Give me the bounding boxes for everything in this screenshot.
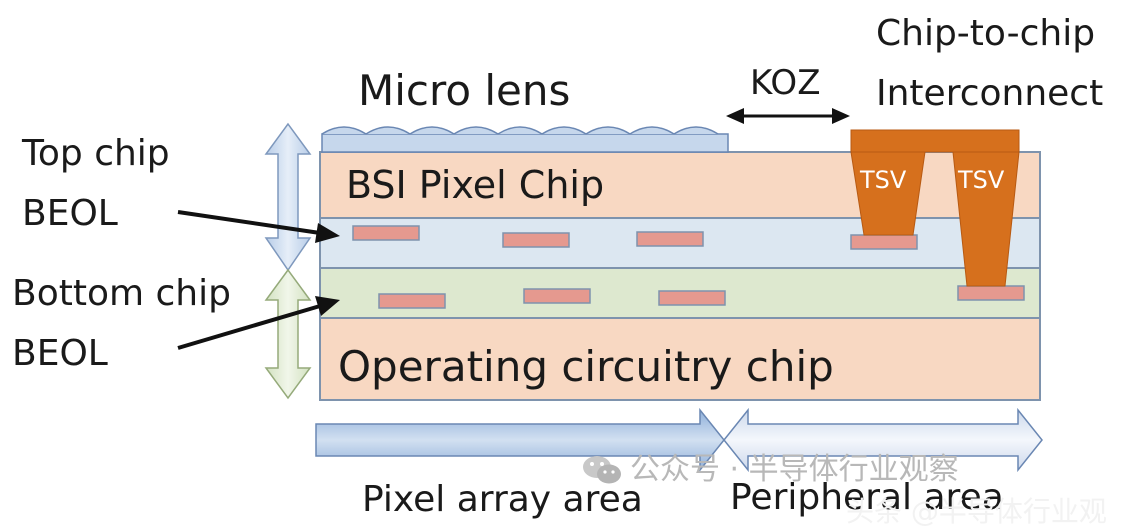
koz-label: KOZ	[750, 63, 821, 103]
wechat-icon	[582, 454, 622, 486]
top-beol-pointer	[177, 210, 340, 243]
watermark-line2: 头条 @半导体行业观	[846, 495, 1107, 528]
bottom-beol-pointer	[177, 296, 340, 350]
operating-circuitry-layer	[319, 317, 1041, 401]
top-chip-label: Top chip	[22, 133, 170, 174]
bottom-beol-label: BEOL	[12, 333, 108, 374]
metal-pad	[523, 288, 591, 304]
pixel-array-area-label: Pixel array area	[362, 479, 643, 520]
top-chip-height-arrow	[264, 122, 312, 272]
tsv-right-label: TSV	[958, 166, 1005, 194]
peripheral-area-arrow	[723, 407, 1043, 473]
bottom-beol-pads	[378, 285, 1025, 309]
bsi-pixel-chip-label: BSI Pixel Chip	[346, 163, 605, 207]
metal-pad	[352, 225, 420, 241]
metal-pad	[502, 232, 570, 248]
peripheral-area-label: Peripheral area	[730, 477, 1004, 518]
top-beol-pads	[352, 225, 918, 250]
metal-pad	[850, 234, 918, 250]
operating-circuitry-label: Operating circuitry chip	[338, 342, 834, 391]
metal-pad	[658, 290, 726, 306]
top-beol-label: BEOL	[22, 193, 118, 234]
micro-lens-label: Micro lens	[358, 66, 571, 115]
metal-pad	[957, 285, 1025, 301]
chip-to-chip-label: Chip-to-chip	[876, 13, 1096, 54]
metal-pad	[378, 293, 446, 309]
watermark-line1: 公众号 · 半导体行业观察	[630, 452, 959, 487]
tsv-right	[952, 151, 1020, 287]
tsv-interconnect	[850, 129, 1020, 287]
koz-arrow	[726, 108, 850, 124]
interconnect-label: Interconnect	[876, 73, 1104, 114]
tsv-left	[850, 151, 926, 236]
bottom-chip-label: Bottom chip	[12, 273, 231, 314]
micro-lens-array	[321, 126, 729, 153]
pixel-array-area-arrow	[315, 407, 725, 473]
metal-pad	[636, 231, 704, 247]
bottom-chip-height-arrow	[264, 268, 312, 400]
watermark: 公众号 · 半导体行业观察	[582, 454, 959, 486]
tsv-left-label: TSV	[860, 166, 907, 194]
